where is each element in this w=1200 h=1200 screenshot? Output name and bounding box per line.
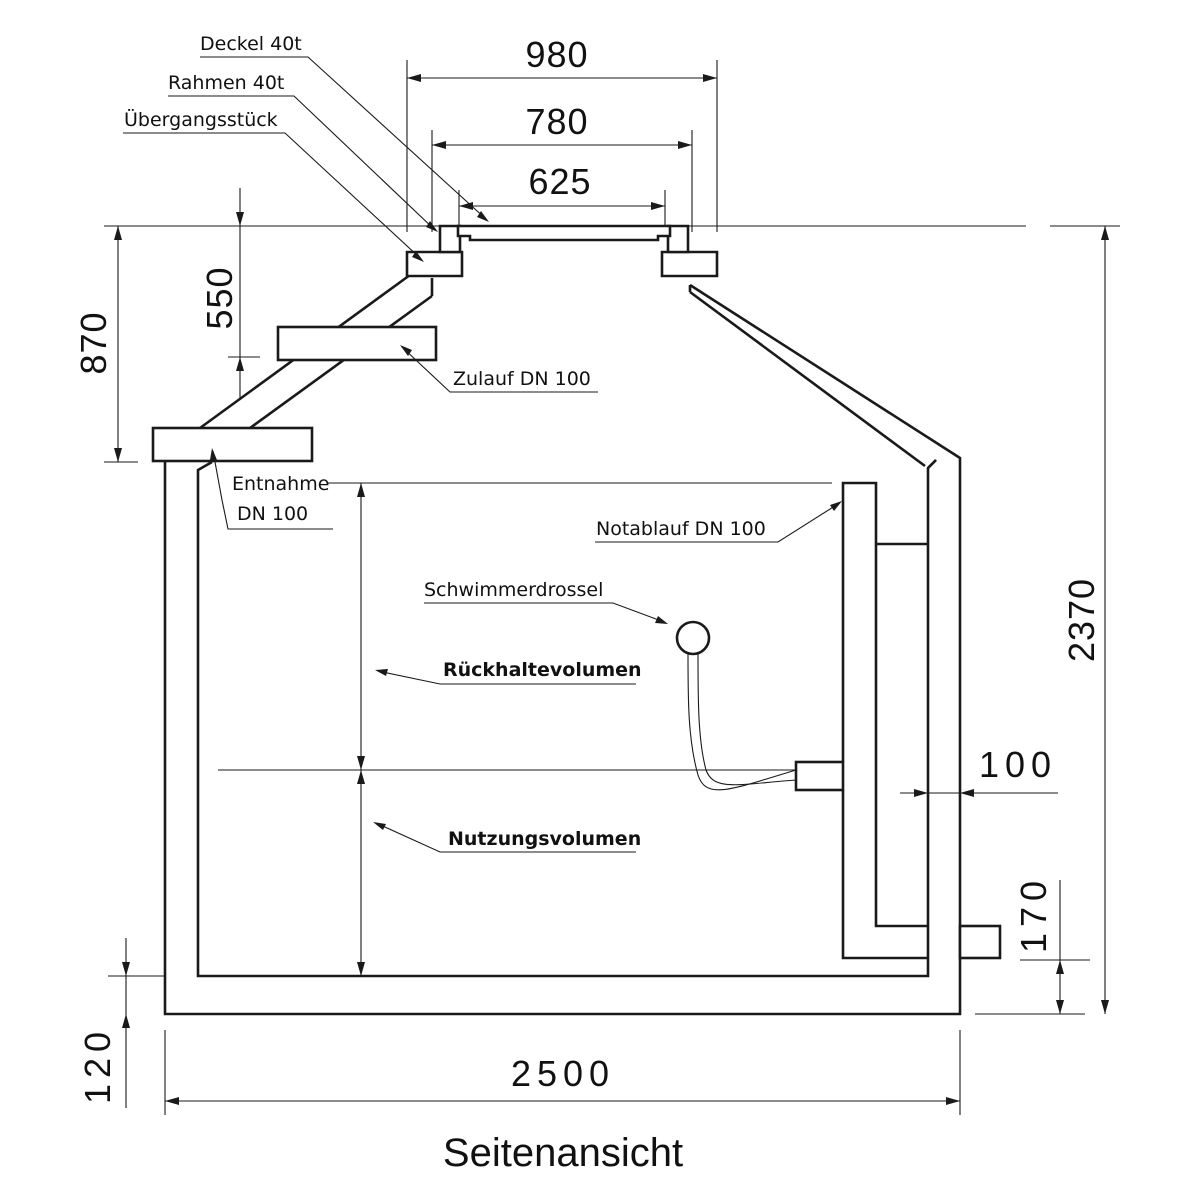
dim-2370: 2370 [1061,578,1102,662]
entnahme-pipe [151,426,314,463]
reference-lines [104,60,1120,1115]
roof-inner-right [689,290,926,468]
deckel [456,224,672,242]
dim-100: 100 [979,744,1057,785]
notablauf-pipe [841,481,928,928]
view-title: Seitenansicht [443,1131,683,1175]
zulauf-pipe [276,325,438,362]
label-deckel: Deckel 40t [200,33,302,55]
drossel-connector [794,760,845,792]
notablauf-assembly [794,481,1002,960]
notablauf-lower [841,790,928,960]
dim-980: 980 [525,34,588,75]
label-schwimmerdrossel: Schwimmerdrossel [424,579,603,601]
dim-120: 120 [77,1026,118,1104]
label-entnahme-1: Entnahme [232,473,329,495]
ablauf-outlet [958,924,1002,960]
label-zulauf: Zulauf DN 100 [453,368,591,390]
dim-550: 550 [199,266,240,329]
tank-inner-wall [196,459,937,978]
shaft-cover [405,224,719,278]
tank-outer-wall [163,283,962,1016]
tank-body [163,273,962,1016]
dim-2500: 2500 [511,1053,615,1094]
label-rahmen: Rahmen 40t [168,72,284,94]
uebergangsstueck-right [660,250,719,278]
roof-inner-left [249,294,433,430]
schwimmer-ball [675,620,711,656]
label-entnahme-2: DN 100 [237,503,308,525]
roof-inner-join [927,459,937,469]
dim-170: 170 [1013,875,1054,953]
label-rueckhaltevolumen: Rückhaltevolumen [443,659,642,681]
schwimmerdrossel-assembly [675,620,797,791]
drossel-hose-1 [687,653,797,791]
dim-870: 870 [73,311,114,374]
dim-780: 780 [525,101,588,142]
drossel-hose-2 [697,653,797,786]
dimension-lines [114,74,1109,1108]
label-leaders [123,56,842,853]
label-notablauf: Notablauf DN 100 [596,518,766,540]
label-nutzungsvolumen: Nutzungsvolumen [448,828,641,850]
label-uebergangsstueck: Übergangsstück [124,108,278,131]
dim-625: 625 [528,161,591,202]
